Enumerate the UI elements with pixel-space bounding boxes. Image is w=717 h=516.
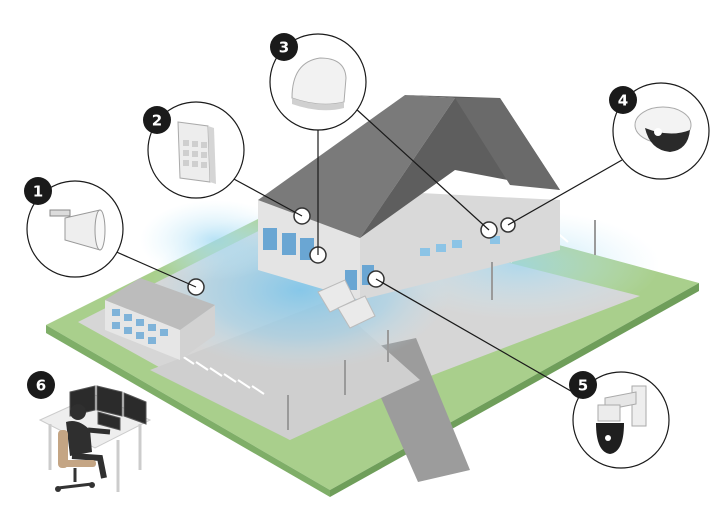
callout-dome-camera [612,82,710,180]
delivery-trucks [317,279,376,329]
light-poles [287,220,596,430]
callout-intercom [147,101,245,199]
badge-1: 1 [24,177,52,205]
operator-workstation [38,385,152,492]
operator-person-icon [66,404,111,479]
office-front-wall [105,300,180,360]
badge-4: 4 [609,86,637,114]
intercom-icon [177,121,216,184]
office-side-wall [180,305,215,360]
coverage-left [140,200,290,280]
office-building [105,278,215,360]
badge-3: 3 [270,33,298,61]
warehouse-roof-left [258,95,455,238]
warehouse-building [258,95,560,300]
loading-door [282,233,296,255]
callout-speaker [26,180,124,278]
monitors [69,385,147,431]
svg-text:6: 6 [36,377,46,395]
warehouse-windows [420,236,500,256]
svg-text:2: 2 [152,112,162,130]
lawn-side-left [46,325,330,497]
number-badges: 1 2 3 4 5 6 [24,33,637,399]
office-chair-icon [55,430,96,492]
svg-text:4: 4 [618,92,628,110]
badge-5: 5 [569,371,597,399]
svg-text:1: 1 [33,183,43,201]
truck [337,295,376,329]
svg-text:3: 3 [279,39,289,57]
office-roof [105,278,215,330]
callout-ptz-camera [572,371,670,469]
radar-sensor-icon [291,57,347,111]
horn-speaker-icon [49,209,106,251]
office-windows [112,309,168,344]
dome-camera-icon [634,106,692,152]
callout-lines [111,107,623,399]
loading-door [263,228,277,250]
badge-6: 6 [27,371,55,399]
badge-2: 2 [143,106,171,134]
ptz-camera-icon [596,385,647,454]
warehouse-roof-back [455,98,560,190]
callout-radar [269,33,367,131]
svg-text:5: 5 [578,377,588,395]
